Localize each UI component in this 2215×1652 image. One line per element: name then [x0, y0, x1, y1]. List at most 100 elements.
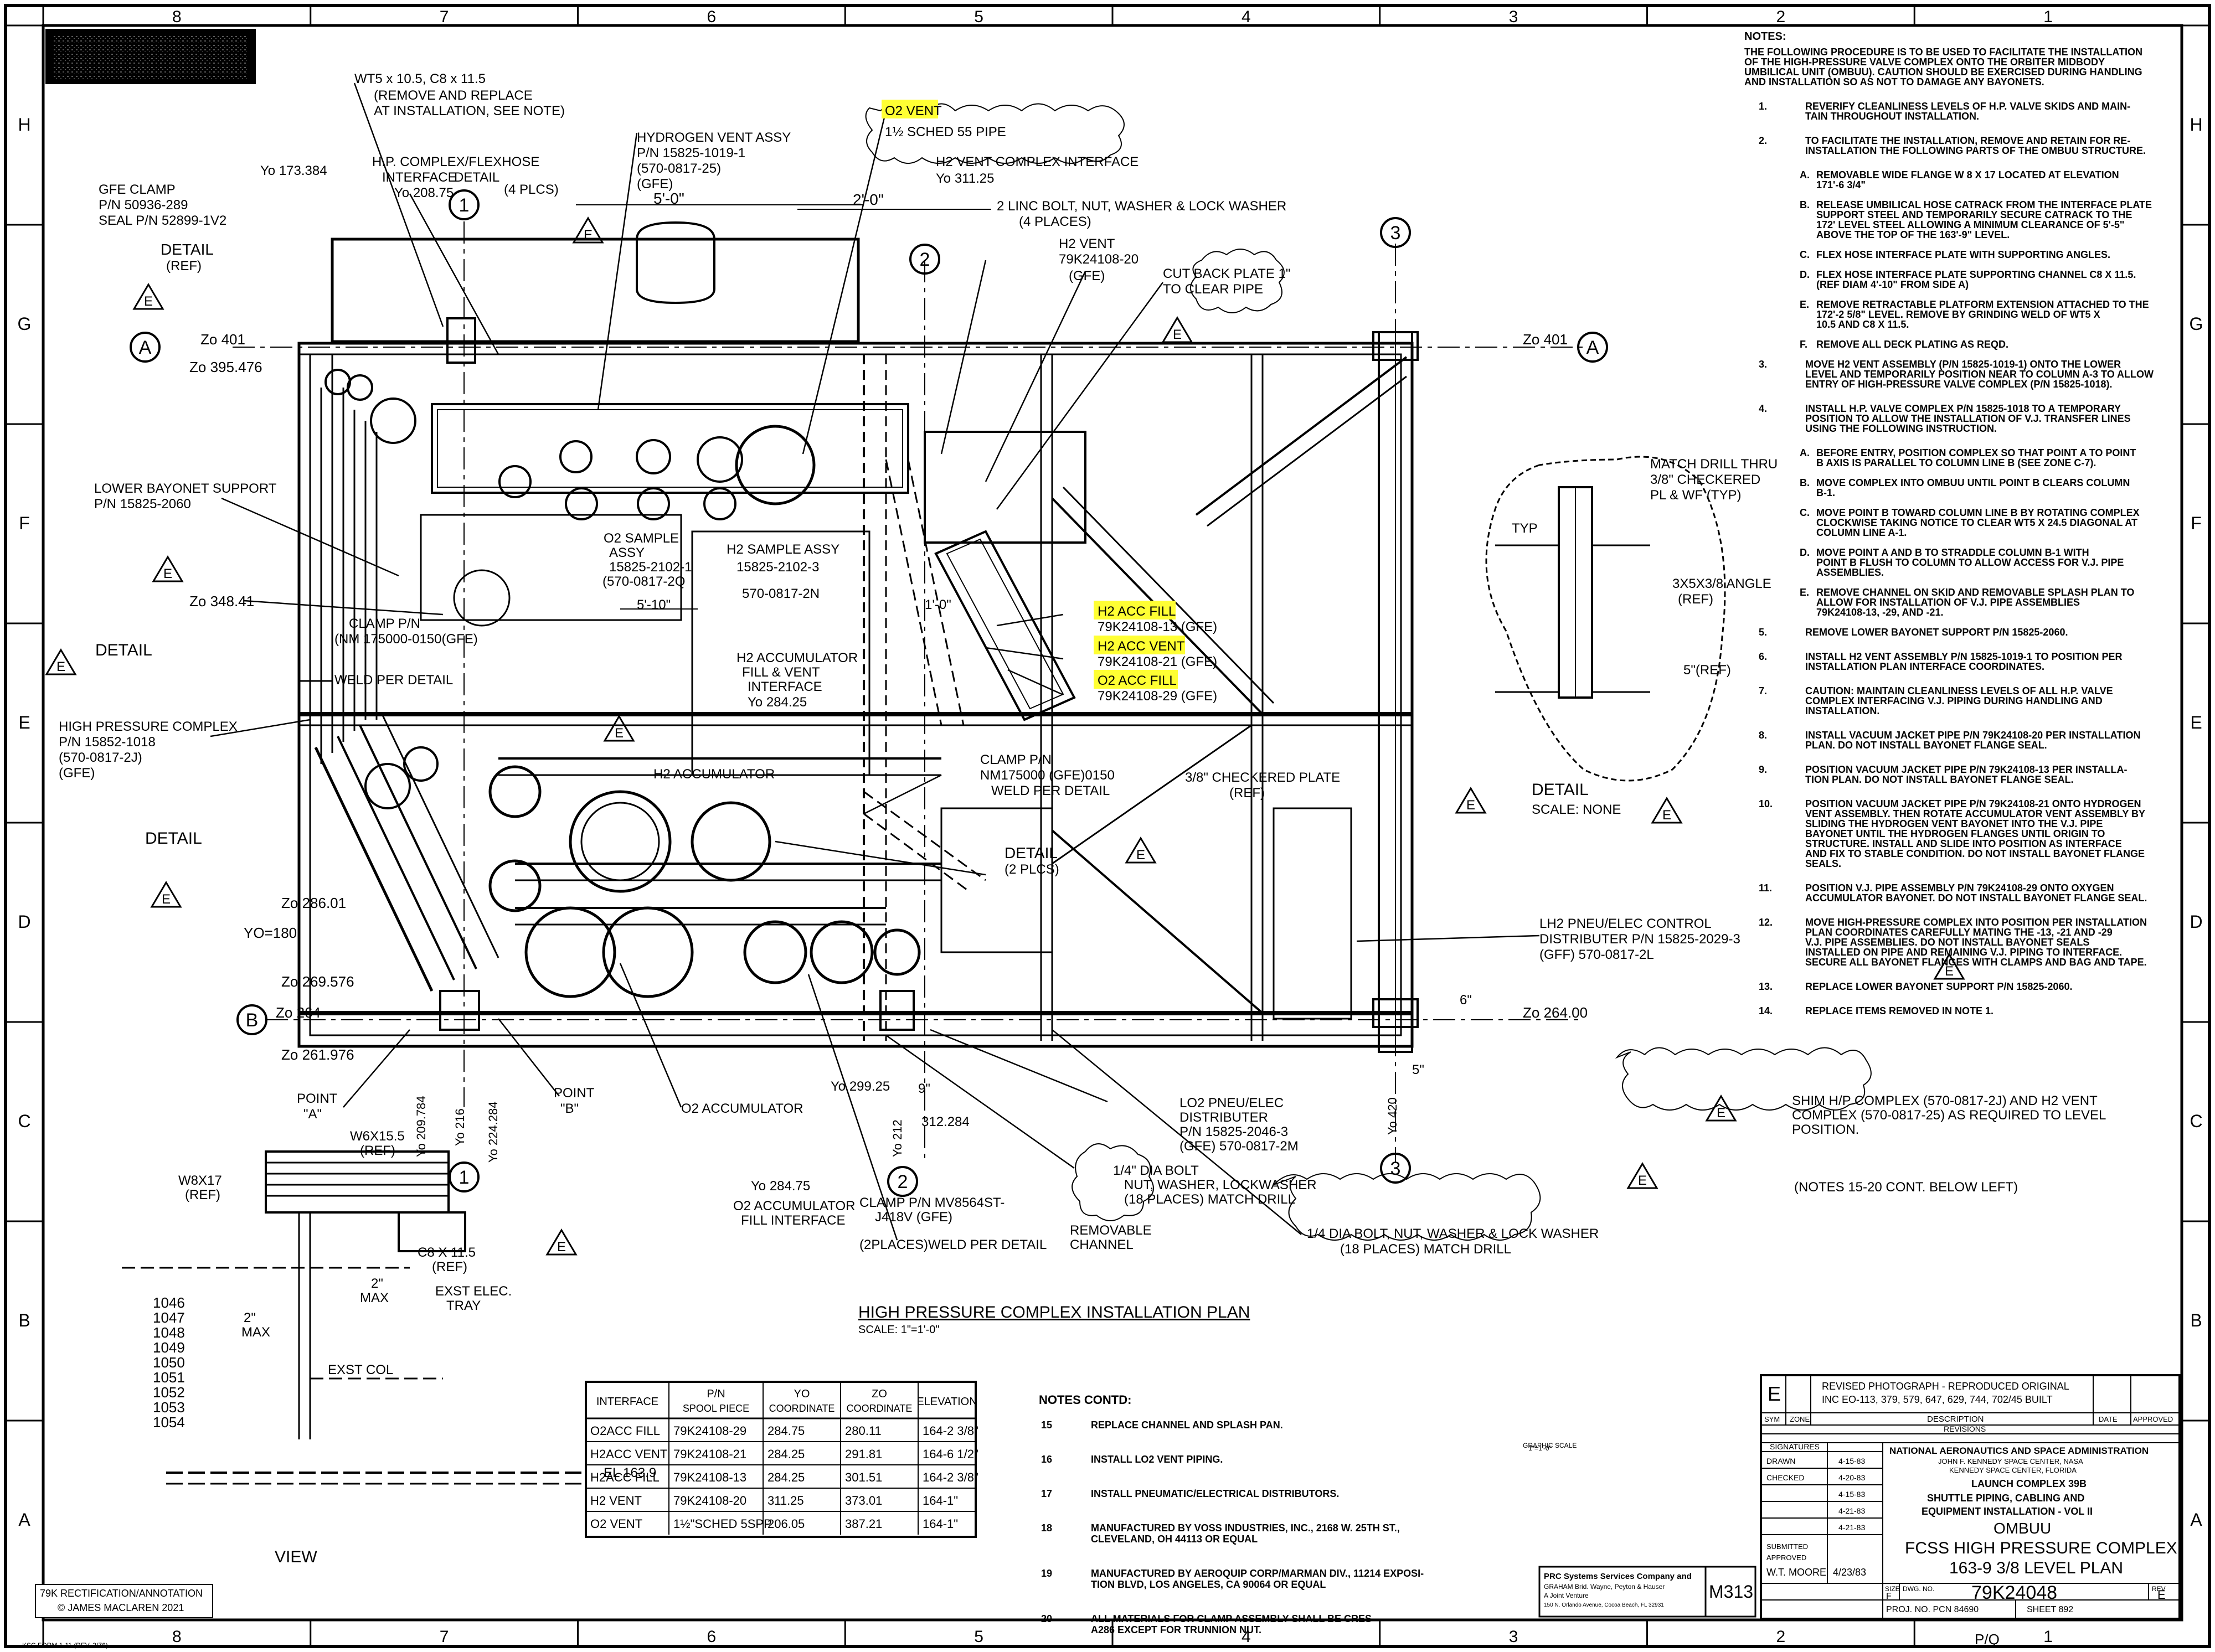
tb-rev-letter: E [1768, 1382, 1781, 1405]
note-number: 5. [1759, 627, 1767, 638]
label-w6x15-ref: (REF) [360, 1143, 395, 1158]
label-exst-elec-2: TRAY [446, 1298, 481, 1313]
revision-triangle-letter: E [1717, 1106, 1725, 1121]
note-cont-line: MANUFACTURED BY AEROQUIP CORP/MARMAN DIV… [1091, 1568, 1424, 1579]
revision-triangle [1161, 316, 1193, 343]
bubble-a-right: A [1586, 337, 1599, 358]
leader-lines [210, 82, 1540, 1241]
notes-cont-title: NOTES CONTD: [1039, 1393, 1131, 1407]
label-dim-1-0: 1'-0" [925, 597, 951, 612]
note-number: 1. [1759, 101, 1767, 112]
stamp-texture [53, 34, 247, 79]
note-number: 9. [1759, 764, 1767, 775]
table-cell: 79K24108-20 [673, 1494, 746, 1508]
revision-triangle [545, 1228, 578, 1256]
label-dim-2-max: 2" [371, 1276, 383, 1291]
label-o2-acc-fill-if: O2 ACCUMULATOR [733, 1199, 856, 1214]
label-yo-173: Yo 173.384 [260, 163, 327, 178]
note-line: REMOVE CHANNEL ON SKID AND REMOVABLE SPL… [1816, 587, 2134, 598]
label-o2-vent-pipe: 1½ SCHED 55 PIPE [885, 125, 1006, 140]
note-line: ACCUMULATOR BAYONET. DO NOT INSTALL BAYO… [1805, 892, 2147, 904]
tb-checked: CHECKED [1766, 1473, 1804, 1482]
label-wt5-2: (REMOVE AND REPLACE [374, 88, 533, 103]
note-line: RELEASE UMBILICAL HOSE CATRACK FROM THE … [1816, 199, 2152, 210]
label-match-drill: MATCH DRILL THRU [1650, 457, 1778, 472]
label-h2-acc-fill: H2 ACC FILL [1098, 604, 1176, 619]
note-cont-number: 15 [1041, 1419, 1052, 1431]
note-line: 10.5 AND C8 X 11.5. [1816, 319, 1909, 330]
label-dim-5-10: 5'-10" [637, 597, 671, 612]
label-lh2-pneu: LH2 PNEU/ELEC CONTROL [1539, 916, 1712, 931]
note-line: FLEX HOSE INTERFACE PLATE WITH SUPPORTIN… [1816, 249, 2110, 260]
label-h2-vent-assy: HYDROGEN VENT ASSY [637, 130, 791, 145]
zone-col-bottom: 5 [974, 1628, 983, 1646]
note-line: MOVE POINT B TOWARD COLUMN LINE B BY ROT… [1816, 507, 2140, 518]
tb-rev: E [2157, 1588, 2166, 1602]
label-clamp2-3: WELD PER DETAIL [991, 783, 1110, 798]
revision-triangle-letter: E [557, 1240, 566, 1255]
note-number: C. [1800, 507, 1810, 518]
revision-triangle [1626, 1162, 1658, 1189]
label-bolt-18: 1/4" DIA BOLT [1113, 1163, 1199, 1178]
revision-triangle [1933, 953, 1965, 980]
note-line: BAYONET UNTIL THE HYDROGEN FLANGES UNTIL… [1805, 828, 2105, 839]
note-line: LEVEL AND TEMPORARILY POSITION NEAR TO C… [1805, 369, 2154, 380]
note-number: E. [1800, 299, 1809, 310]
label-dim-9: 9" [918, 1081, 930, 1096]
label-clamp3-2: J418V (GFE) [875, 1210, 952, 1225]
tb-d4: 4-21-83 [1838, 1506, 1865, 1515]
label-match-drill-2: 3/8" CHECKERED [1650, 472, 1760, 487]
label-lo2-pneu-4: (GFE) 570-0817-2M [1179, 1139, 1299, 1154]
zone-col-top: 2 [1776, 8, 1786, 26]
zone-col-bottom: 3 [1509, 1628, 1518, 1646]
tb-d2: 4-20-83 [1838, 1473, 1865, 1482]
note-number: C. [1800, 249, 1810, 260]
drawing-title-block: HIGH PRESSURE COMPLEX INSTALLATION PLAN … [858, 1303, 1250, 1336]
label-4-plcs: (4 PLCS) [504, 182, 559, 197]
note-line: V.J. PIPE ASSEMBLIES. DO NOT INSTALL BAY… [1805, 937, 2089, 948]
tb-sheet: SHEET 892 [2027, 1605, 2073, 1614]
label-h2-acc-if-4: Yo 284.25 [748, 695, 807, 710]
label-dim-6: 6" [1460, 993, 1472, 1008]
m313: M313 [1709, 1582, 1753, 1602]
label-exst-col: EXST COL [328, 1362, 393, 1377]
tb-dwg-no: 79K24048 [1971, 1582, 2057, 1603]
table-cell: 164-2 3/8" [923, 1424, 978, 1438]
note-number: 10. [1759, 798, 1773, 809]
tb-revisions: REVISIONS [1944, 1424, 1986, 1433]
note-cont-number: 17 [1041, 1488, 1052, 1499]
revision-triangle-letter: E [1638, 1173, 1647, 1188]
table-header-sub: SPOOL PIECE [683, 1403, 749, 1414]
revision-triangle [1455, 787, 1487, 814]
table-cell: H2ACC VENT [590, 1447, 667, 1461]
label-yo-284-75: Yo 284.75 [751, 1179, 810, 1194]
table-cell: 79K24108-13 [673, 1470, 746, 1484]
revision-triangle-letter: E [1662, 808, 1671, 823]
note-line: REPLACE LOWER BAYONET SUPPORT P/N 15825-… [1805, 981, 2072, 992]
tb-equipment: EQUIPMENT INSTALLATION - VOL II [1922, 1506, 2093, 1517]
note-number: 8. [1759, 730, 1767, 741]
notes-intro-line: OF THE HIGH-PRESSURE VALVE COMPLEX ONTO … [1744, 56, 2105, 68]
note-cont-number: 19 [1041, 1568, 1052, 1579]
bubble-3-bottom: 3 [1390, 1158, 1401, 1179]
label-angle-ref-2: (REF) [1678, 592, 1713, 607]
item-number: 1054 [153, 1414, 185, 1431]
label-o2-accumulator: O2 ACCUMULATOR [681, 1101, 803, 1116]
label-zo-264: Zo 264 [276, 1004, 321, 1021]
label-zo-401-right: Zo 401 [1523, 331, 1568, 348]
rectification-stamp: 79K RECTIFICATION/ANNOTATION © JAMES MAC… [22, 1584, 213, 1649]
label-h2-vent-gfe: (GFE) [1069, 269, 1105, 283]
label-dim-5: 5" [1412, 1062, 1424, 1077]
table-cell: 284.75 [767, 1424, 805, 1438]
note-cont-number: 18 [1041, 1522, 1052, 1534]
label-typ: TYP [1512, 521, 1538, 536]
note-line: PLAN COORDINATES CAREFULLY MATING THE -1… [1805, 927, 2113, 938]
label-clamp: CLAMP P/N [349, 616, 420, 631]
label-bolt-18b: 1/4 DIA BOLT, NUT, WASHER & LOCK WASHER [1307, 1226, 1599, 1241]
note-line: 171'-6 3/4" [1816, 179, 1866, 190]
label-detail-a-right: DETAIL [1532, 781, 1589, 799]
label-o2-acc-fill-pn: 79K24108-29 (GFE) [1098, 689, 1217, 704]
tb-drawn: DRAWN [1766, 1457, 1795, 1465]
label-o2-sample-3: 15825-2102-1 [609, 560, 692, 575]
label-checkered: 3/8" CHECKERED PLATE [1185, 770, 1340, 785]
